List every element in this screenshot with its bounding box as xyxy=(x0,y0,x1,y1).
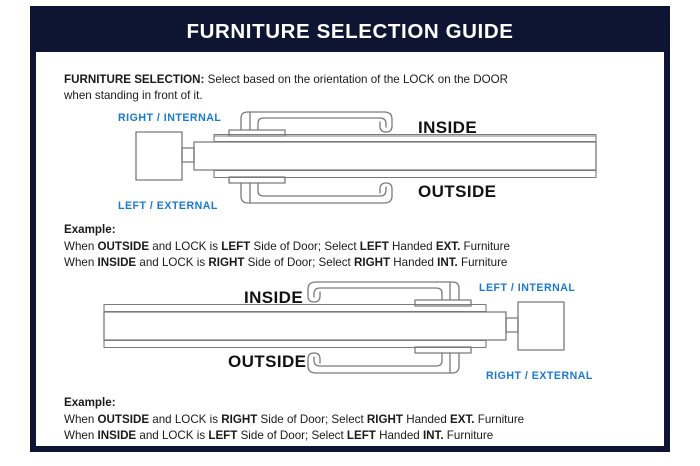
example-2-heading: Example: xyxy=(64,396,116,409)
ex2-l1-p4: Handed xyxy=(402,412,451,426)
content-panel: FURNITURE SELECTION: Select based on the… xyxy=(36,52,664,446)
diagram-2-inside-label: INSIDE xyxy=(244,288,304,307)
inside-lever-rose xyxy=(228,129,286,137)
ex2-l1-b2: RIGHT xyxy=(221,412,258,426)
ex1-l1-b3: LEFT xyxy=(359,239,389,253)
inside-lever-arm xyxy=(240,111,393,133)
ex1-l2-b2: RIGHT xyxy=(208,256,245,269)
outside-faceplate xyxy=(103,339,487,349)
ex1-l1-p3: Side of Door; Select xyxy=(250,239,360,253)
example-block-1: Example: When OUTSIDE and LOCK is LEFT S… xyxy=(64,222,656,272)
example-2-line-2: When INSIDE and LOCK is LEFT Side of Doo… xyxy=(64,428,656,445)
ex1-l1-p5: Furniture xyxy=(460,239,510,253)
outside-lever-rose xyxy=(414,346,472,354)
lock-body-rect xyxy=(517,301,565,351)
ex1-l1-p4: Handed xyxy=(388,239,436,253)
ex1-l1-b2: LEFT xyxy=(221,239,251,253)
door-panel xyxy=(193,141,597,171)
guide-sheet: FURNITURE SELECTION GUIDE FURNITURE SELE… xyxy=(30,6,670,452)
intro-text: FURNITURE SELECTION: Select based on the… xyxy=(64,72,652,103)
ex1-l2-p1: When xyxy=(64,256,98,269)
diagram-1-left-external-label: LEFT / EXTERNAL xyxy=(118,200,218,212)
ex2-l1-p3: Side of Door; Select xyxy=(257,412,367,426)
example-1-line-1: When OUTSIDE and LOCK is LEFT Side of Do… xyxy=(64,239,656,256)
ex1-l1-b4: EXT. xyxy=(435,239,461,253)
inside-lever-arm xyxy=(307,281,460,303)
ex2-l1-b3: RIGHT xyxy=(366,412,403,426)
ex1-l2-p4: Handed xyxy=(390,256,438,269)
outside-faceplate xyxy=(213,169,597,179)
inside-faceplate xyxy=(213,133,597,143)
ex1-l2-b1: INSIDE xyxy=(97,256,137,269)
ex2-l2-b4: INT. xyxy=(422,429,444,442)
diagram-1-outside-label: OUTSIDE xyxy=(418,182,497,201)
lock-on-left-of-door-diagram: INSIDE OUTSIDE RIGHT / INTERNAL LEFT / E… xyxy=(36,110,664,218)
diagram-2-right-external-label: RIGHT / EXTERNAL xyxy=(486,370,593,382)
ex1-l2-p5: Furniture xyxy=(457,256,508,269)
ex2-l2-p4: Handed xyxy=(375,429,423,442)
inside-faceplate xyxy=(103,303,487,313)
title-bar: FURNITURE SELECTION GUIDE xyxy=(36,12,664,52)
ex1-l2-b3: RIGHT xyxy=(354,256,391,269)
ex2-l1-p5: Furniture xyxy=(474,412,525,426)
diagram-2-outside-label: OUTSIDE xyxy=(228,352,307,371)
diagram-2-drawing xyxy=(103,281,565,374)
ex2-l2-p1: When xyxy=(64,429,98,442)
outside-lever-arm xyxy=(307,352,460,374)
page-title: FURNITURE SELECTION GUIDE xyxy=(186,20,514,43)
ex2-l2-b2: LEFT xyxy=(208,429,238,442)
inside-lever-arm-inner xyxy=(313,287,443,301)
ex1-l1-b1: OUTSIDE xyxy=(97,239,150,253)
inside-lever-rose xyxy=(414,299,472,307)
example-2-line-1: When OUTSIDE and LOCK is RIGHT Side of D… xyxy=(64,412,656,429)
intro-line-1: Select based on the orientation of the L… xyxy=(207,73,508,86)
ex1-l1-p1: When xyxy=(64,239,98,253)
intro-lead: FURNITURE SELECTION: xyxy=(64,73,205,86)
diagram-2-left-internal-label: LEFT / INTERNAL xyxy=(479,282,576,294)
diagram-1-drawing xyxy=(135,111,597,204)
door-panel xyxy=(103,311,507,341)
outside-lever-arm-inner xyxy=(313,352,443,367)
ex2-l2-p2: and LOCK is xyxy=(136,429,209,442)
ex2-l2-p3: Side of Door; Select xyxy=(237,429,347,442)
ex1-l2-p2: and LOCK is xyxy=(136,256,209,269)
ex2-l1-b1: OUTSIDE xyxy=(97,412,150,426)
diagram-1-right-internal-label: RIGHT / INTERNAL xyxy=(118,112,222,124)
ex2-l1-b4: EXT. xyxy=(450,412,475,426)
ex2-l2-b3: LEFT xyxy=(346,429,376,442)
outside-lever-arm xyxy=(240,182,393,204)
ex2-l2-p5: Furniture xyxy=(443,429,494,442)
outside-lever-rose xyxy=(228,176,286,184)
intro-line-2: when standing in front of it. xyxy=(64,88,203,102)
ex2-l1-p2: and LOCK is xyxy=(149,412,222,426)
latch-connector xyxy=(505,317,519,333)
example-1-line-2: When INSIDE and LOCK is RIGHT Side of Do… xyxy=(64,255,656,272)
ex1-l2-b4: INT. xyxy=(437,256,458,269)
ex1-l1-p2: and LOCK is xyxy=(149,239,222,253)
lock-body-rect xyxy=(135,131,183,181)
lock-on-right-of-door-diagram: INSIDE OUTSIDE LEFT / INTERNAL RIGHT / E… xyxy=(36,280,664,388)
ex2-l1-p1: When xyxy=(64,412,98,426)
ex1-l2-p3: Side of Door; Select xyxy=(244,256,354,269)
example-block-2: Example: When OUTSIDE and LOCK is RIGHT … xyxy=(64,395,656,445)
ex2-l2-b1: INSIDE xyxy=(97,429,137,442)
example-1-heading: Example: xyxy=(64,223,116,236)
outside-lever-arm-inner xyxy=(257,182,387,197)
inside-lever-arm-inner xyxy=(257,117,387,131)
diagram-1-inside-label: INSIDE xyxy=(418,118,478,137)
latch-connector xyxy=(181,147,195,163)
